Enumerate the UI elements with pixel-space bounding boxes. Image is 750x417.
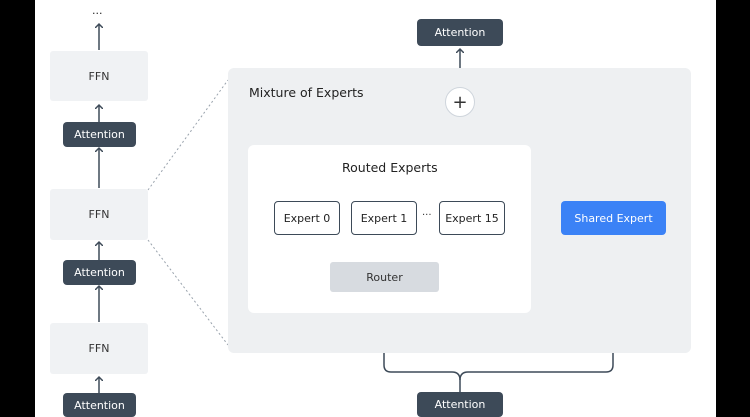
router-box: Router: [330, 262, 439, 292]
attention-box-bottom: Attention: [63, 393, 136, 417]
ffn-box-bottom: FFN: [50, 323, 148, 374]
expert-0-box: Expert 0: [274, 201, 340, 235]
ffn-box-top: FFN: [50, 51, 148, 101]
input-attention-box: Attention: [417, 392, 503, 417]
stack-ellipsis: ...: [92, 4, 103, 17]
ffn-box-middle: FFN: [50, 189, 148, 240]
shared-expert-box: Shared Expert: [561, 201, 666, 235]
attention-box-middle: Attention: [63, 260, 136, 285]
routed-experts-title: Routed Experts: [342, 160, 438, 175]
plus-icon: +: [445, 87, 475, 117]
output-attention-box: Attention: [417, 19, 503, 46]
expert-15-box: Expert 15: [439, 201, 505, 235]
moe-title: Mixture of Experts: [249, 85, 364, 100]
experts-ellipsis: ···: [422, 210, 432, 221]
attention-box-top: Attention: [63, 122, 136, 147]
expert-1-box: Expert 1: [351, 201, 417, 235]
